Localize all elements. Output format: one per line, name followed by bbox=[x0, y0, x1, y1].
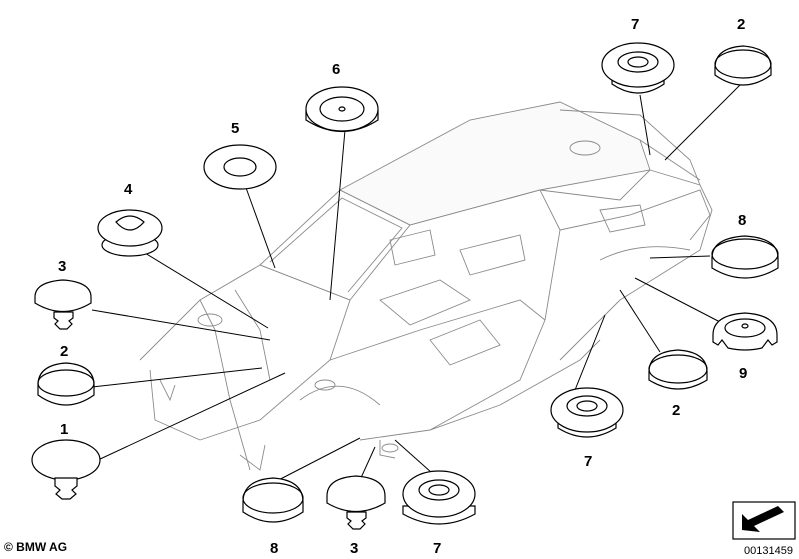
callout-5: 5 bbox=[231, 120, 239, 137]
part-8-cap-right bbox=[711, 235, 779, 279]
copyright-label: © BMW AG bbox=[4, 540, 68, 554]
callout-numbers: 1 2 3 4 5 6 7 2 8 9 2 7 8 3 7 bbox=[58, 16, 747, 557]
callout-8-right: 8 bbox=[738, 212, 746, 229]
callout-7-midbottom: 7 bbox=[584, 453, 592, 470]
callout-8-bottom: 8 bbox=[270, 540, 278, 557]
callout-6: 6 bbox=[332, 61, 340, 78]
car-body-shell bbox=[139, 101, 713, 471]
callout-7-top: 7 bbox=[631, 16, 639, 33]
part-3-clip-plug-left bbox=[34, 279, 92, 330]
callout-3-bottom: 3 bbox=[350, 540, 358, 557]
part-7-grommet-bottom bbox=[402, 470, 476, 525]
arrow-box-icon bbox=[732, 501, 796, 540]
part-9-notched-grommet bbox=[712, 312, 778, 351]
part-4-grommet bbox=[97, 209, 163, 257]
part-2-cap-bottomright bbox=[648, 349, 708, 390]
callout-9: 9 bbox=[739, 365, 747, 382]
part-7-grommet-midbottom bbox=[550, 387, 624, 438]
callout-2-left: 2 bbox=[60, 343, 68, 360]
part-6-grommet bbox=[305, 86, 379, 132]
callout-3-left: 3 bbox=[58, 258, 66, 275]
leader-lines bbox=[91, 84, 741, 488]
part-8-cap-bottom bbox=[242, 477, 304, 523]
callout-7-bottom: 7 bbox=[433, 540, 441, 557]
callout-2-bottomright: 2 bbox=[672, 402, 680, 419]
callout-1: 1 bbox=[60, 421, 68, 438]
part-3-clip-plug-bottom bbox=[326, 475, 386, 530]
part-1-clip-plug bbox=[31, 439, 101, 500]
part-2-cap-left bbox=[37, 362, 95, 406]
callout-4: 4 bbox=[124, 181, 133, 198]
part-5-disc bbox=[203, 144, 277, 190]
part-2-cap-topright bbox=[714, 45, 772, 86]
drawing-number: 00131459 bbox=[744, 545, 793, 557]
part-7-grommet-top bbox=[601, 42, 675, 94]
callout-2-topright: 2 bbox=[737, 16, 745, 33]
